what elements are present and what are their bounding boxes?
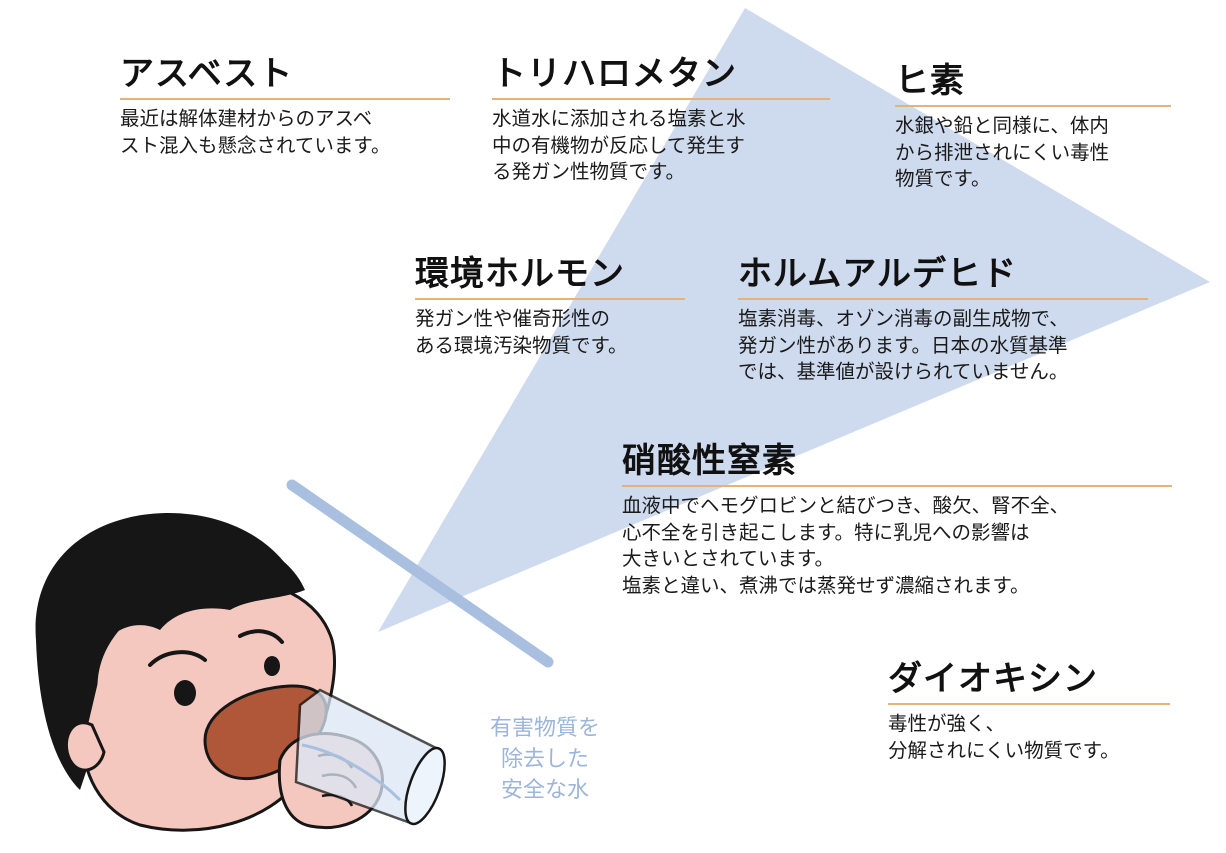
section-title: ダイオキシン: [888, 659, 1170, 706]
section-text: 塩素消毒、オゾン消毒の副生成物で、 発ガン性があります。日本の水質基準 では、基…: [738, 307, 1069, 384]
section-formaldehyde: ホルムアルデヒド 塩素消毒、オゾン消毒の副生成物で、 発ガン性があります。日本の…: [738, 254, 1148, 386]
filter-barrier-icon: [286, 479, 554, 668]
section-asbestos: アスベスト 最近は解体建材からのアスベ スト混入も懸念されています。: [120, 54, 450, 159]
section-text: 毒性が強く、 分解されにくい物質です。: [888, 712, 1120, 762]
section-text: 水銀や鉛と同様に、体内 から排泄されにくい毒性 物質です。: [895, 114, 1110, 191]
water-glass-icon: [294, 688, 446, 826]
section-endocrine-disruptors: 環境ホルモン 発ガン性や催奇形性の ある環境汚染物質です。: [415, 254, 685, 359]
section-text: 血液中でヘモグロビンと結びつき、酸欠、腎不全、 心不全を引き起こします。特に乳児…: [622, 494, 1070, 597]
filter-beam-icon: [378, 8, 1210, 632]
section-title: トリハロメタン: [492, 54, 830, 101]
section-text: 水道水に添加される塩素と水 中の有機物が反応して発生す る発ガン性物質です。: [492, 107, 746, 184]
section-trihalomethane: トリハロメタン 水道水に添加される塩素と水 中の有機物が反応して発生す る発ガン…: [492, 54, 830, 186]
section-title: ホルムアルデヒド: [738, 254, 1148, 301]
section-dioxin: ダイオキシン 毒性が強く、 分解されにくい物質です。: [888, 659, 1170, 764]
section-text: 発ガン性や催奇形性の ある環境汚染物質です。: [415, 307, 628, 357]
section-title: アスベスト: [120, 54, 450, 101]
section-title: ヒ素: [895, 61, 1171, 108]
safe-water-label: 有害物質を 除去した 安全な水: [489, 716, 600, 804]
section-text: 最近は解体建材からのアスベ スト混入も懸念されています。: [120, 107, 391, 157]
section-arsenic: ヒ素 水銀や鉛と同様に、体内 から排泄されにくい毒性 物質です。: [895, 61, 1171, 193]
section-title: 硝酸性窒素: [622, 441, 1172, 488]
section-nitrate-nitrogen: 硝酸性窒素 血液中でヘモグロビンと結びつき、酸欠、腎不全、 心不全を引き起こしま…: [622, 441, 1172, 599]
section-title: 環境ホルモン: [415, 254, 685, 301]
child-drinking-icon: [35, 512, 384, 832]
